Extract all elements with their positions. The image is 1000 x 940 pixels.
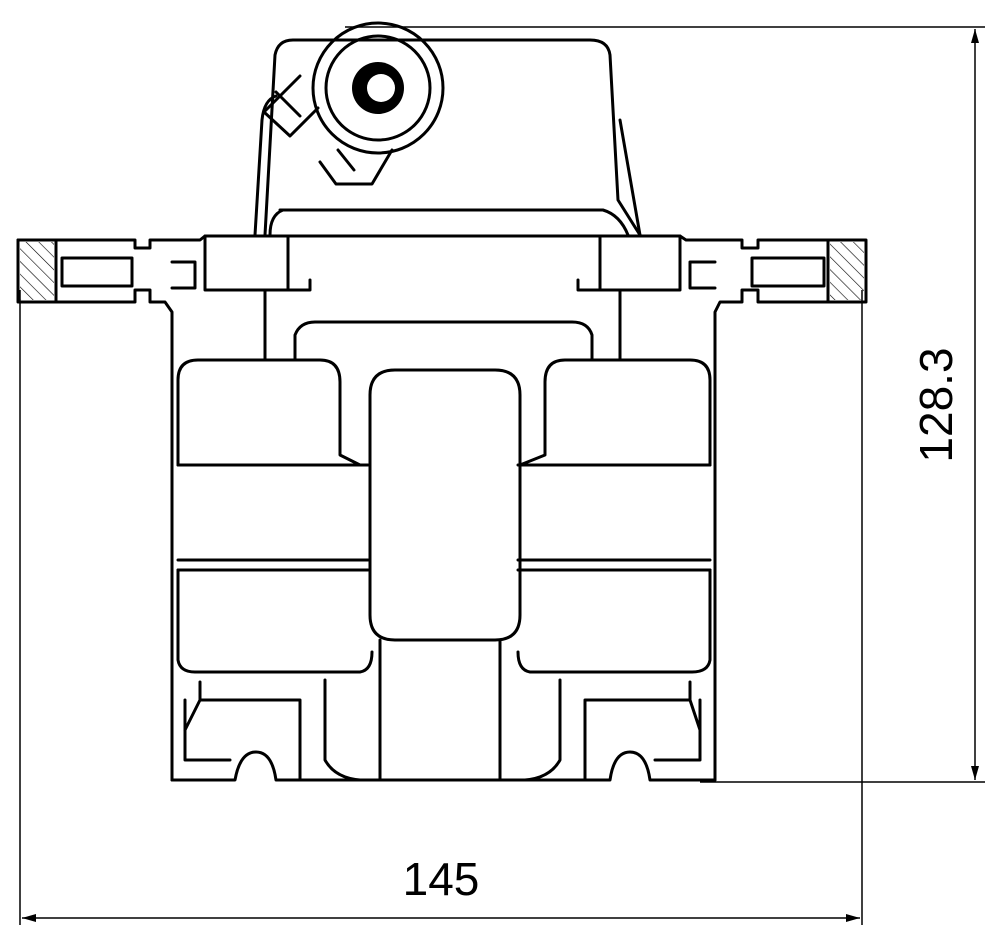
dimension-lines	[19, 26, 985, 925]
bleed-nipple	[262, 21, 445, 186]
width-dimension-label: 145	[403, 853, 480, 905]
top-housing	[253, 38, 642, 237]
caliper-bottom	[170, 680, 717, 782]
mounting-flange	[16, 234, 868, 782]
height-dimension-label: 128.3	[910, 347, 962, 462]
caliper-body	[176, 320, 712, 782]
